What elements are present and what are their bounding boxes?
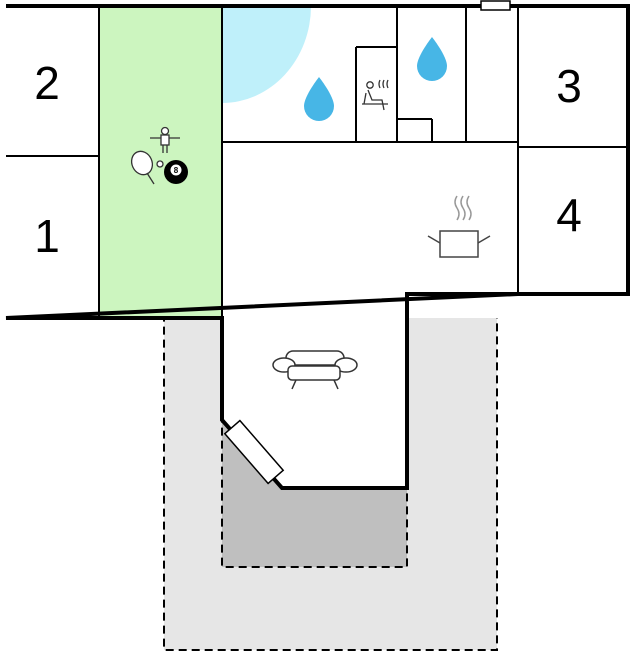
sliding-door: [223, 419, 285, 485]
billiard-ball-icon: 8: [164, 160, 188, 184]
interior-walls: [6, 6, 628, 318]
room-label-2: 2: [34, 57, 60, 109]
billiard-ball-number: 8: [174, 166, 179, 175]
water-drop-icon: [304, 77, 334, 121]
foosball-icon: [150, 126, 180, 153]
pool: [222, 6, 311, 103]
sauna-icon: [362, 79, 389, 111]
window-marker: [480, 0, 511, 11]
cooking-pot-icon: [427, 195, 491, 258]
room-label-1: 1: [34, 210, 60, 262]
water-drop-icon: [417, 37, 447, 81]
room-label-4: 4: [556, 189, 582, 241]
table-tennis-icon: [130, 150, 164, 185]
room-label-3: 3: [556, 60, 582, 112]
covered-terrace-area: [221, 417, 408, 568]
sofa-icon: [272, 350, 358, 390]
